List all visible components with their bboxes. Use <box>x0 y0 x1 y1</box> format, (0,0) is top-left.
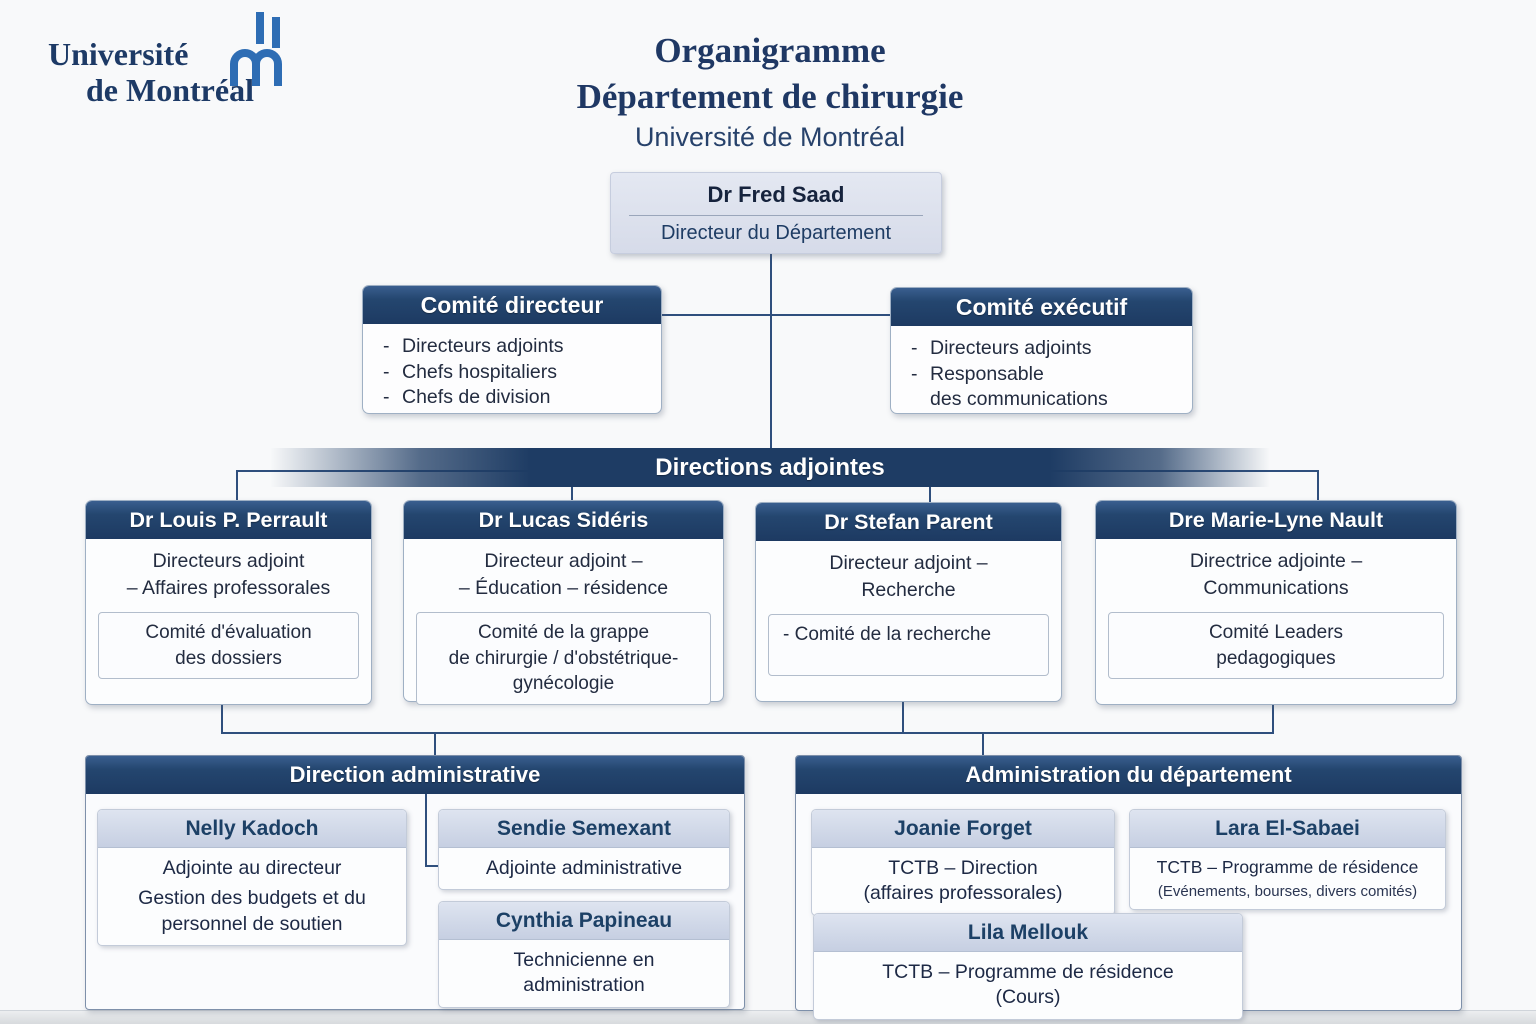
udem-mark-icon <box>230 12 282 86</box>
page-bottom-strip <box>0 1010 1536 1024</box>
member-body: TCTB – Programme de résidence (Evénement… <box>1130 848 1445 909</box>
directions-adjointes-banner: Directions adjointes <box>270 448 1270 487</box>
bullet: - <box>911 337 918 359</box>
direction-name: Dr Lucas Sidéris <box>404 501 723 539</box>
member-box-cynthia-papineau: Cynthia Papineau Technicienne en adminis… <box>438 901 730 1008</box>
committee-executive-title: Comité exécutif <box>891 288 1192 326</box>
title-line1: Organigramme <box>654 31 886 70</box>
member-role: (Evénements, bourses, divers comités) <box>1157 882 1418 900</box>
member-name: Cynthia Papineau <box>439 902 729 940</box>
member-role: TCTB – Direction (affaires professorales… <box>863 857 1063 905</box>
bullet: - <box>383 360 390 383</box>
member-role: Gestion des budgets et du personnel de s… <box>138 887 366 935</box>
page-title: Organigramme Département de chirurgie Un… <box>420 28 1120 155</box>
direction-box-sideris: Dr Lucas Sidéris Directeur adjoint – – É… <box>403 500 724 705</box>
committee-director-box: Comité directeur - Directeurs adjoints -… <box>362 285 662 414</box>
member-name: Sendie Semexant <box>439 810 729 848</box>
direction-committee: Comité Leaders pedagogiques <box>1108 612 1444 680</box>
direction-name: Dre Marie-Lyne Nault <box>1096 501 1456 539</box>
list-item: - Directeurs adjoints <box>383 334 647 360</box>
direction-administrative-section: Direction administrative Nelly Kadoch Ad… <box>85 755 745 1010</box>
member-body: Technicienne en administration <box>439 940 729 1007</box>
section-title: Direction administrative <box>86 756 744 794</box>
connector-line <box>425 794 427 867</box>
member-name: Lara El-Sabaei <box>1130 810 1445 848</box>
member-name: Joanie Forget <box>812 810 1114 848</box>
list-item-text: Directeurs adjoints <box>402 335 564 357</box>
administration-departement-section: Administration du département Joanie For… <box>795 755 1462 1020</box>
connector-line <box>571 486 573 502</box>
list-item: - Chefs de division <box>383 385 647 411</box>
direction-box-parent: Dr Stefan Parent Directeur adjoint – Rec… <box>755 502 1062 702</box>
title-line3: Université de Montréal <box>634 122 906 152</box>
list-item-text: Directeurs adjoints <box>930 337 1092 359</box>
director-role: Directeur du Département <box>660 222 892 244</box>
member-box-joanie-forget: Joanie Forget TCTB – Direction (affaires… <box>811 809 1115 916</box>
connector-line <box>425 865 438 867</box>
connector-line <box>982 732 984 758</box>
member-box-lila-mellouk: Lila Mellouk TCTB – Programme de résiden… <box>813 913 1243 1020</box>
bullet: - <box>911 362 918 385</box>
member-body: Adjointe au directeur Gestion des budget… <box>98 848 406 945</box>
list-item: - Chefs hospitaliers <box>383 360 647 386</box>
list-item-text: Chefs hospitaliers <box>402 360 557 383</box>
section-title: Administration du département <box>796 756 1461 794</box>
member-role: TCTB – Programme de résidence <box>1156 857 1419 877</box>
logo-text-line1: Université <box>48 36 189 72</box>
list-item: - Responsable des communications <box>911 362 1178 413</box>
committee-executive-list: - Directeurs adjoints - Responsable des … <box>891 326 1192 421</box>
member-body: TCTB – Direction (affaires professorales… <box>812 848 1114 915</box>
connector-line <box>221 732 1274 734</box>
title-line2: Département de chirurgie <box>576 76 964 116</box>
direction-role: Directeur adjoint – – Éducation – réside… <box>458 550 669 599</box>
connector-line <box>902 673 904 734</box>
member-box-nelly-kadoch: Nelly Kadoch Adjointe au directeur Gesti… <box>97 809 407 947</box>
member-name: Lila Mellouk <box>814 914 1242 952</box>
udem-logo: Université de Montréal <box>46 12 306 112</box>
member-body: Adjointe administrative <box>439 848 729 889</box>
connector-line <box>929 486 931 504</box>
direction-committee: Comité de la grappe de chirurgie / d'obs… <box>416 612 711 705</box>
connector-line <box>434 732 436 758</box>
committee-director-title: Comité directeur <box>363 286 661 324</box>
direction-box-nault: Dre Marie-Lyne Nault Directrice adjointe… <box>1095 500 1457 705</box>
direction-committee: - Comité de la recherche <box>768 614 1049 676</box>
member-box-lara-el-sabaei: Lara El-Sabaei TCTB – Programme de résid… <box>1129 809 1446 911</box>
member-role: TCTB – Programme de résidence (Cours) <box>882 961 1174 1009</box>
direction-role: Directeur adjoint – Recherche <box>829 552 988 601</box>
connector-line <box>770 252 772 450</box>
member-name: Nelly Kadoch <box>98 810 406 848</box>
connector-line <box>1317 470 1319 502</box>
bullet: - <box>383 335 390 357</box>
director-box: Dr Fred Saad Directeur du Département <box>610 172 942 254</box>
direction-name: Dr Louis P. Perrault <box>86 501 371 539</box>
list-item-text: Chefs de division <box>402 386 551 409</box>
committee-executive-box: Comité exécutif - Directeurs adjoints - … <box>890 287 1193 414</box>
logo-text-line2: de Montréal <box>86 72 254 108</box>
member-role: Technicienne en administration <box>513 949 655 997</box>
member-box-sendie-semexant: Sendie Semexant Adjointe administrative <box>438 809 730 891</box>
direction-committee: Comité d'évaluation des dossiers <box>98 612 359 680</box>
bullet: - <box>383 386 390 409</box>
direction-name: Dr Stefan Parent <box>756 503 1061 541</box>
list-item-text: Responsable des communications <box>930 362 1108 411</box>
direction-role: Directrice adjointe – Communications <box>1189 550 1363 599</box>
divider <box>629 215 923 216</box>
direction-role: Directeurs adjoint – Affaires professora… <box>126 550 331 599</box>
director-name: Dr Fred Saad <box>707 182 845 207</box>
list-item: - Directeurs adjoints <box>911 336 1178 362</box>
connector-line <box>236 470 238 502</box>
member-role: Adjointe au directeur <box>162 857 342 879</box>
member-body: TCTB – Programme de résidence (Cours) <box>814 952 1242 1019</box>
committee-director-list: - Directeurs adjoints - Chefs hospitalie… <box>363 324 661 419</box>
connector-line <box>659 314 890 316</box>
direction-box-perrault: Dr Louis P. Perrault Directeurs adjoint … <box>85 500 372 705</box>
member-role: Adjointe administrative <box>485 857 683 879</box>
